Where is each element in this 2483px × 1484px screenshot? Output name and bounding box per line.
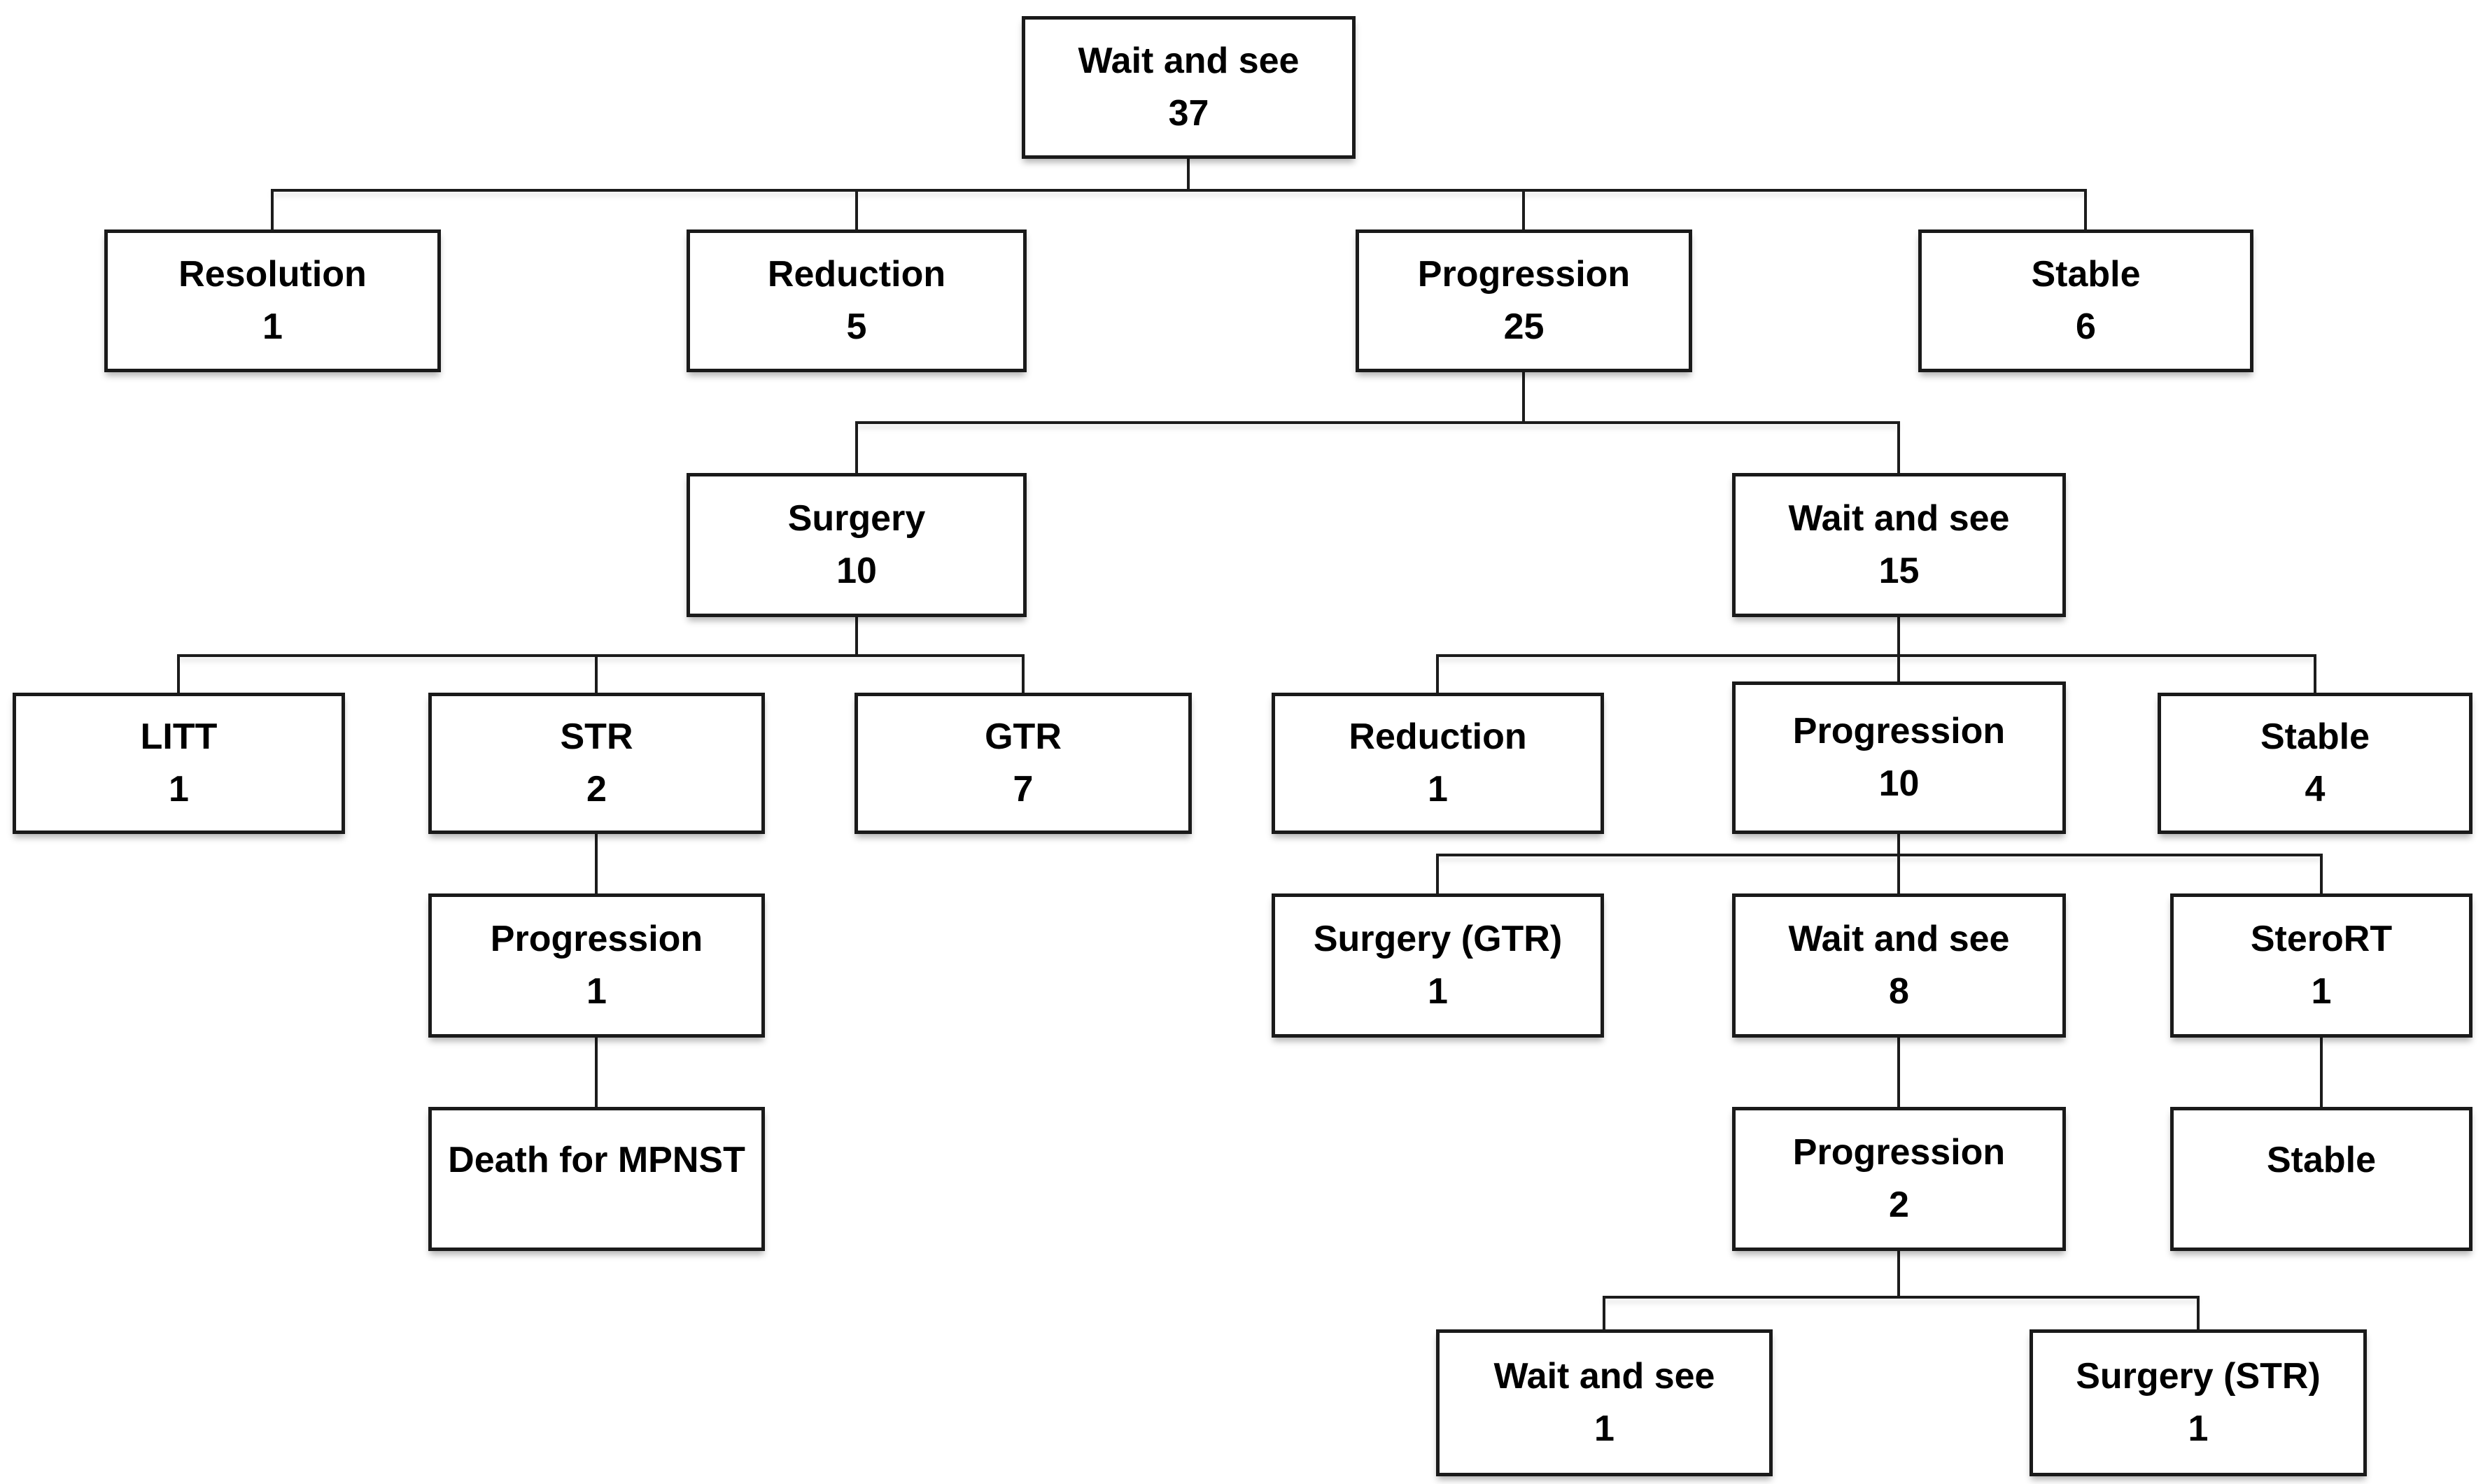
node-reduction-5: Reduction 5 [687,229,1027,372]
node-gtr-7: GTR 7 [854,693,1192,834]
node-progression-25: Progression 25 [1356,229,1692,372]
node-label: Progression [1792,711,2006,751]
node-resolution-1: Resolution 1 [104,229,441,372]
node-count: 10 [1878,763,1920,804]
node-count: 4 [2305,769,2326,810]
connector-root-stub [1187,159,1190,192]
node-label: Surgery (GTR) [1313,919,1563,959]
node-label: Stable [2031,254,2141,295]
connector-progression10-rail [1436,854,2323,856]
node-label: SteroRT [2250,919,2393,959]
node-count: 1 [586,971,607,1012]
connector-progression2-stub [1897,1251,1900,1297]
node-label: Progression [1417,254,1631,295]
node-label: Progression [1792,1132,2006,1173]
node-wait-and-see-8: Wait and see 8 [1732,893,2066,1038]
node-label: Stable [2260,716,2370,757]
connector-progression25-stub [1522,372,1525,424]
node-count: 6 [2076,306,2096,347]
connector-to-surgery10 [855,421,858,476]
connector-to-reduction1 [1436,654,1439,695]
node-label: Death for MPNST [448,1139,745,1180]
node-surgery-10: Surgery 10 [687,473,1027,617]
connector-to-sterort [2320,854,2323,896]
node-str-2: STR 2 [428,693,765,834]
connector-to-surgery-gtr [1436,854,1439,896]
connector-to-str2 [595,654,598,695]
node-count: 10 [836,551,877,591]
node-label: Wait and see [1788,919,2010,959]
node-sterort-1: SteroRT 1 [2170,893,2473,1038]
connector-to-progression25 [1522,189,1525,232]
node-reduction-1: Reduction 1 [1272,693,1604,834]
node-label: Progression [490,919,703,959]
node-label: Wait and see [1493,1356,1715,1397]
node-count: 2 [586,769,607,810]
node-litt-1: LITT 1 [13,693,345,834]
connector-to-surgery-str [2197,1296,2200,1332]
node-count: 37 [1168,93,1209,134]
node-label: Wait and see [1078,41,1300,81]
node-label: Reduction [767,254,946,295]
connector-surgery10-rail [177,654,1025,657]
node-count: 1 [2311,971,2332,1012]
node-label: Surgery [787,498,926,539]
connector-waitandsee15-stub [1897,617,1900,657]
node-count: 15 [1878,551,1920,591]
connector-surgery10-stub [855,617,858,657]
node-count: 25 [1503,306,1545,347]
node-label: Stable [2266,1139,2377,1180]
connector-to-gtr7 [1022,654,1025,695]
node-progression-10: Progression 10 [1732,681,2066,834]
node-label: GTR [985,716,1062,757]
connector-progression25-rail [855,421,1900,424]
node-stable-final: Stable [2170,1107,2473,1251]
node-death-for-mpnst: Death for MPNST [428,1107,765,1251]
node-wait-and-see-37: Wait and see 37 [1022,16,1356,159]
connector-to-stable4 [2314,654,2316,695]
node-label: Resolution [178,254,367,295]
node-count: 1 [262,306,283,347]
node-count: 2 [1889,1185,1909,1225]
connector-to-progression10 [1897,654,1900,684]
connector-to-waitandsee15 [1897,421,1900,476]
node-stable-6: Stable 6 [1918,229,2253,372]
connector-str2-progression1 [595,834,598,896]
node-count: 8 [1889,971,1909,1012]
connector-progression1-death [595,1038,598,1110]
connector-progression10-stub [1897,834,1900,856]
connector-to-waitandsee1 [1603,1296,1605,1332]
connector-to-litt [177,654,180,695]
node-count: 5 [846,306,867,347]
node-count: 1 [1594,1408,1615,1449]
connector-sterort-stable [2320,1038,2323,1110]
node-count: 7 [1013,769,1034,810]
node-surgery-gtr-1: Surgery (GTR) 1 [1272,893,1604,1038]
node-wait-and-see-15: Wait and see 15 [1732,473,2066,617]
connector-to-waitandsee8 [1897,854,1900,896]
node-stable-4: Stable 4 [2158,693,2473,834]
connector-to-stable6 [2084,189,2087,232]
node-surgery-str-1: Surgery (STR) 1 [2030,1329,2367,1476]
node-count: 1 [1428,769,1448,810]
node-label: STR [560,716,633,757]
node-label: Wait and see [1788,498,2010,539]
node-progression-2: Progression 2 [1732,1107,2066,1251]
node-label: Reduction [1349,716,1527,757]
connector-waitandsee15-rail [1436,654,2316,657]
node-count: 1 [1428,971,1448,1012]
connector-to-reduction5 [855,189,858,232]
node-label: Surgery (STR) [2076,1356,2321,1397]
node-wait-and-see-1: Wait and see 1 [1436,1329,1773,1476]
node-count: 1 [2188,1408,2209,1449]
node-label: LITT [140,716,218,757]
connector-progression2-rail [1603,1296,2200,1299]
connector-waitandsee8-progression2 [1897,1038,1900,1110]
connector-to-resolution [271,189,274,232]
connector-root-rail [271,189,2087,192]
node-count: 1 [169,769,189,810]
node-progression-1: Progression 1 [428,893,765,1038]
